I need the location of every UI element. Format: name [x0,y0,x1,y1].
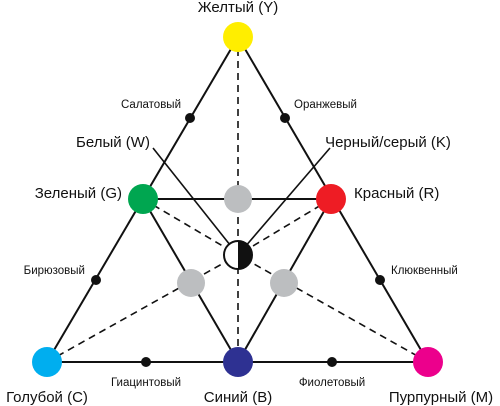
label-cyan: Голубой (C) [6,389,88,406]
label-magenta: Пурпурный (M) [389,389,493,406]
labels: Желтый (Y) Белый (W) Черный/серый (K) Зе… [6,0,493,406]
center-black-half [238,241,252,269]
magenta-circle [413,347,443,377]
dash-magenta-center [237,254,429,363]
label-yellow: Желтый (Y) [198,0,278,16]
dash-red-center [237,198,332,256]
label-blue: Синий (B) [204,389,272,406]
label-hyacinth: Гиацинтовый [111,377,181,389]
label-orange: Оранжевый [294,99,357,111]
red-circle [316,184,346,214]
intermediate-dots [91,113,385,367]
label-red: Красный (R) [354,185,439,202]
pointer-black-gray [237,147,331,256]
label-lime: Салатовый [121,99,181,111]
label-cranberry: Клюквенный [391,265,458,277]
dash-cyan-center [46,254,239,363]
dot-lime [185,113,195,123]
dashed-lines [46,37,429,363]
label-green: Зеленый (G) [35,185,122,202]
gray-circle-left [177,269,205,297]
cyan-circle [32,347,62,377]
gray-circle-right [270,269,298,297]
center-white-black-circle [223,240,253,270]
dot-orange [280,113,290,123]
dot-cranberry [375,275,385,285]
primary-circles [32,22,443,377]
yellow-circle [223,22,253,52]
green-circle [128,184,158,214]
dot-hyacinth [141,357,151,367]
dash-green-center [142,198,239,256]
center-white-half [224,241,238,269]
center-outline [223,240,253,270]
blue-circle [223,347,253,377]
gray-circle-top [224,185,252,213]
gray-circles [177,185,298,297]
label-black-gray: Черный/серый (K) [325,134,451,151]
pointer-white [152,147,239,256]
label-violet: Фиолетовый [299,377,365,389]
dot-turquoise [91,275,101,285]
dot-violet [327,357,337,367]
label-turquoise: Бирюзовый [24,265,85,277]
label-white: Белый (W) [76,134,150,151]
